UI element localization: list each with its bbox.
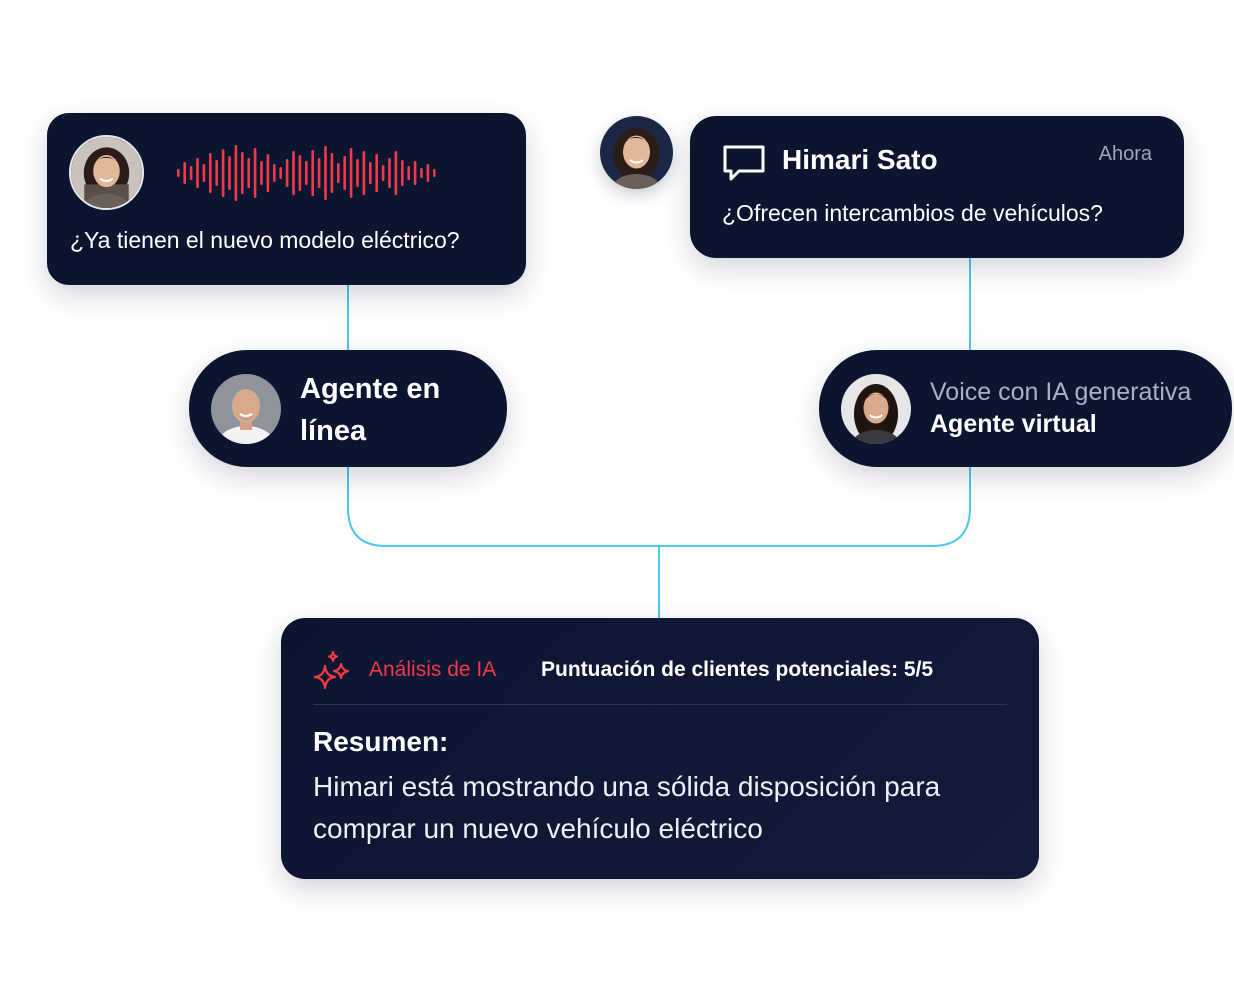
waveform-bar xyxy=(202,164,206,182)
waveform-bar xyxy=(420,168,423,178)
waveform-bar xyxy=(215,160,218,186)
waveform-bar xyxy=(196,158,199,188)
voice-message-card: ¿Ya tienen el nuevo modelo eléctrico? xyxy=(47,113,526,285)
waveform-bar xyxy=(401,160,404,186)
summary-title: Resumen: xyxy=(313,726,449,757)
waveform-bar xyxy=(285,159,289,187)
virtual-agent-title: Agente virtual xyxy=(930,410,1097,438)
summary-text: Himari está mostrando una sólida disposi… xyxy=(313,771,941,844)
virtual-agent-subtitle: Voice con IA generativa xyxy=(930,378,1192,406)
waveform-bar xyxy=(362,151,366,195)
waveform-bar xyxy=(228,156,231,190)
chat-bubble-icon xyxy=(723,145,765,181)
ai-analysis-card: Análisis de IA Puntuación de clientes po… xyxy=(281,618,1039,879)
waveform-bar xyxy=(369,162,372,184)
waveform-bar xyxy=(381,165,385,181)
sparkle-icon xyxy=(313,650,350,690)
voice-message-text: ¿Ya tienen el nuevo modelo eléctrico? xyxy=(70,227,460,253)
waveform-bar xyxy=(317,158,321,188)
connector-merge xyxy=(347,467,971,547)
live-agent-pill: Agente en línea xyxy=(189,350,507,467)
waveform-bar xyxy=(221,149,225,197)
waveform-bar xyxy=(375,154,378,192)
chat-timestamp: Ahora xyxy=(1098,143,1152,165)
waveform-bar xyxy=(253,148,257,198)
waveform-bar xyxy=(426,164,430,182)
waveform-icon xyxy=(177,145,436,201)
waveform-bar xyxy=(241,152,244,194)
waveform-bar xyxy=(247,158,250,188)
waveform-bar xyxy=(330,153,334,193)
lead-score-text: Puntuación de clientes potenciales: 5/5 xyxy=(541,658,934,681)
chat-customer-avatar xyxy=(600,116,673,189)
waveform-bar xyxy=(266,154,270,192)
waveform-bar xyxy=(337,163,340,183)
chat-sender-name: Himari Sato xyxy=(782,144,938,175)
waveform-bar xyxy=(413,161,417,185)
waveform-bar xyxy=(260,161,263,185)
chat-message-card: Himari Sato Ahora ¿Ofrecen intercambios … xyxy=(690,116,1184,258)
live-agent-avatar xyxy=(211,374,281,444)
waveform-bar xyxy=(234,145,238,201)
waveform-bar xyxy=(324,146,327,200)
waveform-bar xyxy=(183,162,186,184)
waveform-bar xyxy=(343,156,346,190)
chat-message-text: ¿Ofrecen intercambios de vehículos? xyxy=(722,200,1103,226)
virtual-agent-pill: Voice con IA generativa Agente virtual xyxy=(819,350,1232,467)
waveform-bar xyxy=(273,164,276,182)
waveform-bar xyxy=(209,153,212,193)
analysis-divider xyxy=(313,704,1007,705)
waveform-bar xyxy=(356,159,359,187)
waveform-bar xyxy=(177,169,180,177)
waveform-bar xyxy=(298,155,302,191)
waveform-bar xyxy=(349,148,353,198)
virtual-agent-avatar xyxy=(841,374,911,444)
waveform-bar xyxy=(189,166,193,180)
waveform-bar xyxy=(292,151,295,195)
live-agent-label: Agente en línea xyxy=(300,373,441,447)
waveform-bar xyxy=(407,166,410,180)
customer-avatar xyxy=(69,135,144,210)
ai-analysis-label: Análisis de IA xyxy=(369,658,497,681)
waveform-bar xyxy=(311,150,314,196)
waveform-bar xyxy=(279,167,282,179)
waveform-bar xyxy=(394,151,398,195)
waveform-bar xyxy=(388,158,391,188)
waveform-bar xyxy=(433,169,436,177)
waveform-bar xyxy=(305,161,308,185)
